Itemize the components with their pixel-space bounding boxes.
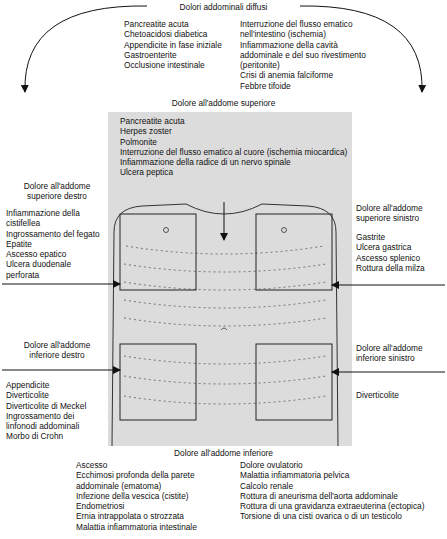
condition-item: Ingrossamento del fegato xyxy=(6,229,106,239)
condition-list: Pancreatite acutaChetoacidosi diabeticaA… xyxy=(124,19,222,70)
condition-item: Appendicite xyxy=(6,380,106,390)
condition-item: Crisi di anemia falciforme xyxy=(240,70,380,80)
nipple xyxy=(282,228,287,233)
condition-item: Herpes zoster xyxy=(120,126,348,136)
condition-list: Pancreatite acutaHerpes zosterPolmoniteI… xyxy=(120,116,348,178)
condition-item: Rottura di aneurisma dell'aorta addomina… xyxy=(240,491,444,501)
pointer-arrow xyxy=(2,284,120,285)
condition-item: Calcolo renale xyxy=(240,481,444,491)
condition-item: Ascesso splenico xyxy=(356,253,444,263)
condition-item: Occlusione intestinale xyxy=(124,60,222,70)
navel xyxy=(221,328,227,330)
condition-list: AscessoEcchimosi profonda della parete a… xyxy=(76,460,228,532)
pointer-arrow xyxy=(224,202,225,240)
condition-list: Dolore ovulatorioMalattia infiammatoria … xyxy=(240,460,444,522)
condition-item: Epatite xyxy=(6,239,106,249)
condition-item: Interruzione del flusso ematico al cuore… xyxy=(120,147,348,157)
condition-item: Febbre tifoide xyxy=(240,81,380,91)
region-label: Dolori addominali diffusi xyxy=(0,2,447,12)
condition-item: Torsione di una cisti ovarica o di un te… xyxy=(240,511,444,521)
condition-item: Ascesso epatico xyxy=(6,249,106,259)
condition-item: Polmonite xyxy=(120,137,348,147)
condition-item: Infiammazione della cavità addominale e … xyxy=(240,40,380,71)
condition-item: Gastroenterite xyxy=(124,50,222,60)
condition-list: Infiammazione della cistifelleaIngrossam… xyxy=(6,208,106,280)
nipple xyxy=(164,228,169,233)
dotted-line xyxy=(124,318,326,326)
region-heading: Dolore all'addome superiore destro xyxy=(8,181,106,202)
pointer-arrow xyxy=(2,370,120,371)
condition-item: Diverticolite xyxy=(6,390,106,400)
condition-item: Ecchimosi profonda della parete addomina… xyxy=(76,470,228,491)
region-label: Dolore all'addome inferiore destro xyxy=(8,340,106,361)
region-box xyxy=(256,214,332,290)
region-boxes xyxy=(120,214,332,420)
condition-item: Ulcera duodenale perforata xyxy=(6,259,106,280)
condition-item: Rottura di una gravidanza extraeuterina … xyxy=(240,501,444,511)
pointer-arrow xyxy=(332,285,445,286)
condition-item: Ingrossamento dei linfonodi addominali xyxy=(6,411,106,432)
condition-item: Interruzione del flusso ematico nell'int… xyxy=(240,19,380,40)
condition-item: Ernia intrappolata o strozzata xyxy=(76,511,228,521)
condition-item: Infezione della vescica (cistite) xyxy=(76,491,228,501)
region-label: Dolore all'addome superiore destro xyxy=(8,181,106,202)
pointer-arrow xyxy=(332,372,445,373)
pointer-arrows xyxy=(2,6,445,372)
condition-item: Diverticolite xyxy=(356,390,444,400)
condition-item: Infiammazione della cistifellea xyxy=(6,208,106,229)
condition-item: Chetoacidosi diabetica xyxy=(124,29,222,39)
condition-item: Endometriosi xyxy=(76,501,228,511)
region-label: Dolore all'addome superiore sinistro xyxy=(356,203,444,224)
region-heading: Dolore all'addome superiore sinistro xyxy=(356,203,444,224)
condition-item: Ulcera gastrica xyxy=(356,242,444,252)
region-box xyxy=(256,344,332,420)
condition-item: Appendicite in fase iniziale xyxy=(124,40,222,50)
condition-item: Malattia infiammatoria intestinale xyxy=(76,522,228,532)
condition-item: Morbo di Crohn xyxy=(6,431,106,441)
region-box xyxy=(120,344,196,420)
region-label: Dolore all'addome superiore xyxy=(0,98,447,108)
condition-item: Pancreatite acuta xyxy=(120,116,348,126)
condition-item: Gastrite xyxy=(356,232,444,242)
region-label: Dolore all'addome inferiore xyxy=(0,448,447,458)
grey-panel xyxy=(108,112,352,446)
condition-list: GastriteUlcera gastricaAscesso splenicoR… xyxy=(356,232,444,273)
dotted-line xyxy=(124,356,326,364)
condition-item: Ascesso xyxy=(76,460,228,470)
condition-item: Diverticolite di Meckel xyxy=(6,401,106,411)
condition-item: Ulcera peptica xyxy=(120,167,348,177)
condition-list: AppendiciteDiverticoliteDiverticolite di… xyxy=(6,380,106,442)
dotted-contours xyxy=(124,246,326,404)
condition-list: Diverticolite xyxy=(356,390,444,400)
region-heading: Dolore all'addome inferiore destro xyxy=(8,340,106,361)
dotted-line xyxy=(124,376,326,384)
group-heading: Dolore all'addome superiore xyxy=(0,98,447,108)
condition-item: Malattia infiammatoria pelvica xyxy=(240,470,444,480)
region-label: Dolore all'addome inferiore sinistro xyxy=(356,343,444,364)
region-heading: Dolore all'addome inferiore sinistro xyxy=(356,343,444,364)
dotted-line xyxy=(124,264,326,272)
dotted-line xyxy=(124,396,326,404)
condition-item: Dolore ovulatorio xyxy=(240,460,444,470)
group-heading: Dolori addominali diffusi xyxy=(0,2,447,12)
dotted-line xyxy=(126,246,324,254)
condition-item: Pancreatite acuta xyxy=(124,19,222,29)
torso-outline xyxy=(112,204,338,446)
region-box xyxy=(120,214,196,290)
dotted-line xyxy=(124,282,326,290)
group-heading: Dolore all'addome inferiore xyxy=(0,448,447,458)
condition-item: Infiammazione della radice di un nervo s… xyxy=(120,157,348,167)
condition-item: Rottura della milza xyxy=(356,263,444,273)
dotted-line xyxy=(124,300,326,308)
condition-list: Interruzione del flusso ematico nell'int… xyxy=(240,19,380,91)
